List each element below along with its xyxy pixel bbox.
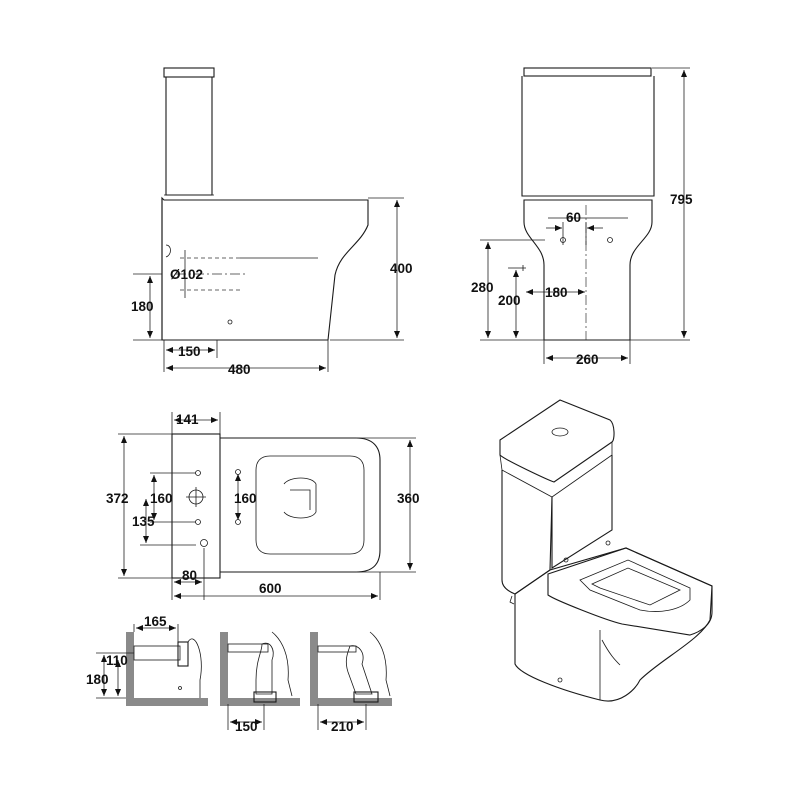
plan-view-dims <box>118 412 416 600</box>
plan-total-depth-label: 372 <box>106 491 129 506</box>
flush-button <box>551 427 569 437</box>
cistern-body <box>501 470 553 595</box>
side-view-outlet <box>176 250 318 298</box>
install-p-trap <box>220 631 300 730</box>
install-outlet-width-label: 165 <box>144 614 167 629</box>
pan-body <box>514 547 713 702</box>
front-view: 60 280 200 180 260 795 <box>471 67 693 367</box>
plan-pan-depth-label: 360 <box>397 491 420 506</box>
plan-total-width-label: 600 <box>259 581 282 596</box>
front-holes-width-label: 60 <box>566 210 581 225</box>
plan-view: 141 372 160 135 160 80 600 360 <box>106 412 420 600</box>
side-view-dims <box>133 197 404 372</box>
plan-holes-2-label: 135 <box>132 514 155 529</box>
toilet-3d-illustration <box>499 399 713 702</box>
front-base-width-label: 260 <box>576 352 599 367</box>
front-fix-width-label: 180 <box>545 285 568 300</box>
front-view-dims <box>480 67 690 364</box>
install-views: 165 110 180 150 210 <box>86 614 392 734</box>
plan-cistern-width-label: 141 <box>176 412 199 427</box>
install-s-trap <box>310 631 392 730</box>
plan-holes-1-label: 160 <box>150 491 173 506</box>
install-outlet-height-label: 110 <box>106 653 128 668</box>
side-total-width-label: 480 <box>228 362 251 377</box>
plan-back-width-label: 80 <box>182 568 197 583</box>
cistern-lid <box>499 399 615 483</box>
seat-opening <box>579 559 691 612</box>
front-fix-height-1-label: 280 <box>471 280 494 295</box>
front-view-cistern <box>521 67 655 197</box>
install-floor-height-label: 180 <box>86 672 109 687</box>
side-view-cistern <box>163 67 215 196</box>
side-view-pan <box>161 196 369 341</box>
side-pan-height-label: 400 <box>390 261 413 276</box>
front-total-height-label: 795 <box>670 192 693 207</box>
front-fix-height-2-label: 200 <box>498 293 521 308</box>
front-view-pan <box>520 199 653 341</box>
side-outlet-offset-label: 150 <box>178 344 201 359</box>
plan-pan-holes-label: 160 <box>234 491 257 506</box>
install-wall-outlet <box>96 624 208 706</box>
plan-view-body <box>171 433 381 579</box>
side-view: Ø102 180 150 480 400 <box>131 67 413 377</box>
side-outlet-height-label: 180 <box>131 299 154 314</box>
install-s-trap-label: 210 <box>331 719 354 734</box>
install-p-trap-label: 150 <box>235 719 258 734</box>
side-outlet-diameter-label: Ø102 <box>170 267 203 282</box>
